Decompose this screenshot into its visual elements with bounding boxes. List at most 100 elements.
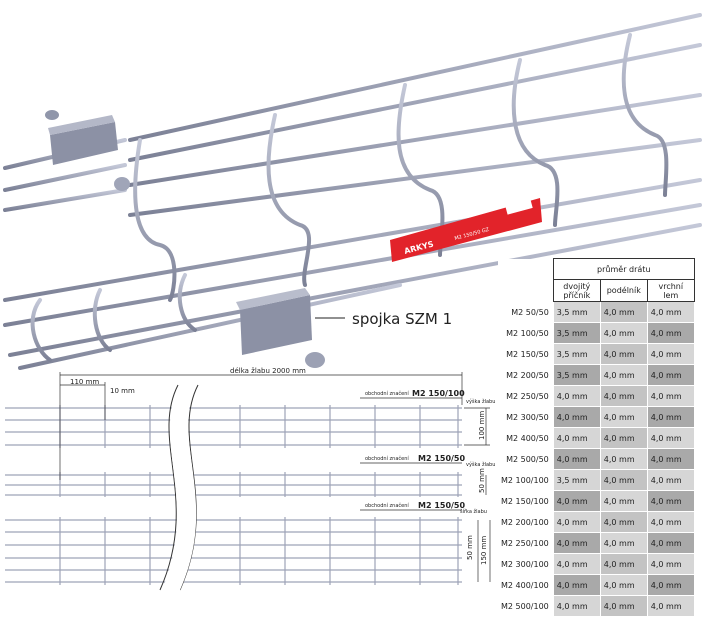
row-model: M2 50/50 — [498, 301, 554, 323]
tray2-marking: M2 150/50 — [418, 454, 466, 463]
cell-value: 4,0 mm — [599, 364, 648, 386]
cell-value: 4,0 mm — [599, 511, 648, 533]
cell-value: 4,0 mm — [646, 553, 695, 575]
cell-value: 4,0 mm — [552, 427, 601, 449]
cell-value: 4,0 mm — [552, 574, 601, 596]
cell-value: 4,0 mm — [646, 532, 695, 554]
tray3-marking: M2 150/50 — [418, 501, 466, 510]
wire-diameter-table: průměr drátu dvojitý příčník podélník vr… — [498, 258, 695, 617]
tray3-width: 150 mm — [480, 535, 488, 565]
cell-value: 4,0 mm — [646, 469, 695, 491]
row-model: M2 200/100 — [498, 511, 554, 533]
cell-value: 4,0 mm — [599, 490, 648, 512]
tray1-marking-label: obchodní značení — [365, 391, 409, 397]
tray2-height: 50 mm — [478, 468, 486, 493]
cell-value: 4,0 mm — [599, 574, 648, 596]
cell-value: 4,0 mm — [599, 469, 648, 491]
row-model: M2 250/50 — [498, 385, 554, 407]
cell-value: 4,0 mm — [552, 511, 601, 533]
cell-value: 4,0 mm — [552, 490, 601, 512]
row-model: M2 250/100 — [498, 532, 554, 554]
wire-gap-dim: 10 mm — [110, 387, 135, 395]
cell-value: 4,0 mm — [646, 406, 695, 428]
cell-value: 4,0 mm — [646, 301, 695, 323]
cell-value: 4,0 mm — [552, 448, 601, 470]
cell-value: 4,0 mm — [599, 385, 648, 407]
technical-drawings — [5, 372, 491, 591]
callout-label: spojka SZM 1 — [352, 310, 453, 328]
cell-value: 3,5 mm — [552, 322, 601, 344]
cell-value: 4,0 mm — [646, 427, 695, 449]
cell-value: 4,0 mm — [646, 574, 695, 596]
cell-value: 4,0 mm — [646, 322, 695, 344]
cell-value: 4,0 mm — [646, 511, 695, 533]
row-model: M2 400/50 — [498, 427, 554, 449]
cell-value: 4,0 mm — [599, 301, 648, 323]
group-header: průměr drátu — [552, 258, 695, 280]
cell-value: 4,0 mm — [599, 595, 648, 617]
tray2-side-label: výška žlabu — [466, 462, 496, 468]
cell-value: 4,0 mm — [599, 448, 648, 470]
cell-value: 4,0 mm — [599, 406, 648, 428]
tray1-marking: M2 150/100 — [412, 389, 465, 398]
tray3-side-label: šířka žlabu — [460, 509, 487, 515]
cell-value: 4,0 mm — [646, 595, 695, 617]
row-model: M2 500/50 — [498, 448, 554, 470]
row-model: M2 100/50 — [498, 322, 554, 344]
cell-value: 4,0 mm — [552, 553, 601, 575]
tray3-height: 50 mm — [466, 535, 474, 560]
row-model: M2 100/100 — [498, 469, 554, 491]
cell-value: 4,0 mm — [599, 322, 648, 344]
cell-value: 4,0 mm — [599, 427, 648, 449]
connector-szm1 — [45, 110, 345, 368]
tray-drawing-3 — [5, 517, 462, 585]
cell-value: 3,5 mm — [552, 364, 601, 386]
cell-value: 3,5 mm — [552, 343, 601, 365]
cell-value: 4,0 mm — [599, 553, 648, 575]
cell-value: 4,0 mm — [646, 385, 695, 407]
tray1-height: 100 mm — [478, 410, 486, 440]
cell-value: 4,0 mm — [599, 343, 648, 365]
cell-value: 3,5 mm — [552, 469, 601, 491]
tray-label-band: ARKYS M2 150/50 GZ — [390, 198, 542, 262]
row-model: M2 400/100 — [498, 574, 554, 596]
cell-value: 3,5 mm — [552, 301, 601, 323]
cell-value: 4,0 mm — [552, 406, 601, 428]
tray2-marking-label: obchodní značení — [365, 456, 409, 462]
cell-value: 4,0 mm — [552, 595, 601, 617]
row-model: M2 300/50 — [498, 406, 554, 428]
cell-value: 4,0 mm — [646, 448, 695, 470]
row-model: M2 150/50 — [498, 343, 554, 365]
cell-value: 4,0 mm — [599, 532, 648, 554]
cell-value: 4,0 mm — [646, 490, 695, 512]
col-header-2: podélník — [599, 279, 648, 302]
tray3-marking-label: obchodní značení — [365, 503, 409, 509]
col-header-1: dvojitý příčník — [552, 279, 601, 302]
cable-tray-illustration: ARKYS M2 150/50 GZ — [3, 13, 702, 591]
row-model: M2 500/100 — [498, 595, 554, 617]
row-model: M2 150/100 — [498, 490, 554, 512]
row-model: M2 300/100 — [498, 553, 554, 575]
row-model: M2 200/50 — [498, 364, 554, 386]
tray-drawing-2 — [5, 472, 462, 497]
cell-value: 4,0 mm — [552, 532, 601, 554]
tray-drawing-1 — [5, 405, 462, 448]
trough-length-dim: délka žlabu 2000 mm — [230, 367, 306, 375]
col-header-3: vrchní lem — [646, 279, 695, 302]
cell-value: 4,0 mm — [646, 343, 695, 365]
cell-value: 4,0 mm — [552, 385, 601, 407]
